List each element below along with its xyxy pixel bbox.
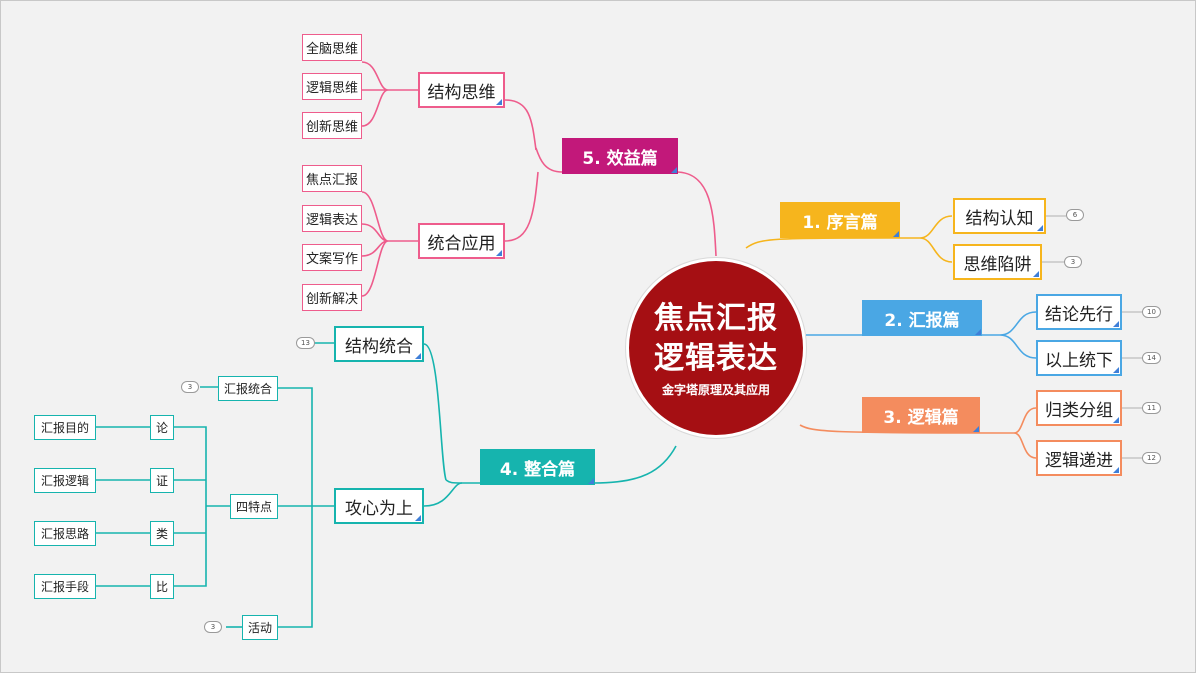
link-integrate-structure (423, 343, 447, 481)
topic-report-approach[interactable]: 汇报思路 (34, 521, 96, 546)
link-logic-children (1006, 407, 1037, 459)
count-badge[interactable]: 10 (1142, 306, 1161, 318)
topic-copywriting[interactable]: 文案写作 (302, 244, 362, 271)
topic-logical-thinking[interactable]: 逻辑思维 (302, 73, 362, 100)
count-badge[interactable]: 12 (1142, 452, 1161, 464)
branch-integrate[interactable]: 4. 整合篇 (480, 449, 595, 485)
topic-whole-brain-thinking[interactable]: 全脑思维 (302, 34, 362, 61)
topic-logical-expression[interactable]: 逻辑表达 (302, 205, 362, 232)
count-badge[interactable]: 11 (1142, 402, 1161, 414)
topic-integrated-application[interactable]: 统合应用 (418, 223, 505, 259)
branch-benefit[interactable]: 5. 效益篇 (562, 138, 678, 174)
central-topic[interactable]: 焦点汇报 逻辑表达 金字塔原理及其应用 (626, 258, 806, 438)
count-badge[interactable]: 3 (181, 381, 199, 393)
topic-creative-solving[interactable]: 创新解决 (302, 284, 362, 311)
central-title-line1: 焦点汇报 (654, 300, 778, 336)
topic-activities[interactable]: 活动 (242, 615, 278, 640)
count-badge[interactable]: 3 (204, 621, 222, 633)
topic-prove[interactable]: 证 (150, 468, 174, 493)
topic-structure-cognition[interactable]: 结构认知 (953, 198, 1046, 234)
topic-win-hearts[interactable]: 攻心为上 (334, 488, 424, 524)
branch-report[interactable]: 2. 汇报篇 (862, 300, 982, 336)
link-benefit-structure (504, 99, 537, 151)
count-badge[interactable]: 13 (296, 337, 315, 349)
central-subtitle: 金字塔原理及其应用 (661, 382, 770, 397)
topic-four-features[interactable]: 四特点 (230, 494, 278, 519)
topic-conclusion-first[interactable]: 结论先行 (1036, 294, 1122, 330)
link-traits-leaves (96, 426, 150, 587)
central-title-line2: 逻辑表达 (654, 340, 778, 376)
topic-classify[interactable]: 类 (150, 521, 174, 546)
link-intro-children (900, 215, 953, 263)
topic-grouping[interactable]: 归类分组 (1036, 390, 1122, 426)
topic-argue[interactable]: 论 (150, 415, 174, 440)
topic-focused-report[interactable]: 焦点汇报 (302, 165, 362, 192)
link-report-children (982, 311, 1037, 359)
link-apply-leaves (361, 191, 418, 297)
topic-report-logic[interactable]: 汇报逻辑 (34, 468, 96, 493)
count-badge[interactable]: 6 (1066, 209, 1084, 221)
link-attack-children (278, 387, 334, 628)
topic-report-purpose[interactable]: 汇报目的 (34, 415, 96, 440)
topic-innovative-thinking[interactable]: 创新思维 (302, 112, 362, 139)
topic-thinking-traps[interactable]: 思维陷阱 (953, 244, 1042, 280)
link-structure-leaves (361, 61, 418, 127)
branch-intro[interactable]: 1. 序言篇 (780, 202, 900, 238)
link-center-intro (745, 237, 901, 249)
link-traits-children (174, 426, 230, 587)
link-benefit-apply (504, 171, 539, 242)
count-badge[interactable]: 3 (1064, 256, 1082, 268)
topic-top-down[interactable]: 以上统下 (1036, 340, 1122, 376)
topic-report-integration[interactable]: 汇报统合 (218, 376, 278, 401)
topic-structured-thinking[interactable]: 结构思维 (418, 72, 505, 108)
count-badge[interactable]: 14 (1142, 352, 1161, 364)
topic-structure-integration[interactable]: 结构统合 (334, 326, 424, 362)
link-integrate-attack (423, 482, 463, 507)
branch-logic[interactable]: 3. 逻辑篇 (862, 397, 980, 433)
topic-compare[interactable]: 比 (150, 574, 174, 599)
topic-report-means[interactable]: 汇报手段 (34, 574, 96, 599)
topic-logic-progression[interactable]: 逻辑递进 (1036, 440, 1122, 476)
